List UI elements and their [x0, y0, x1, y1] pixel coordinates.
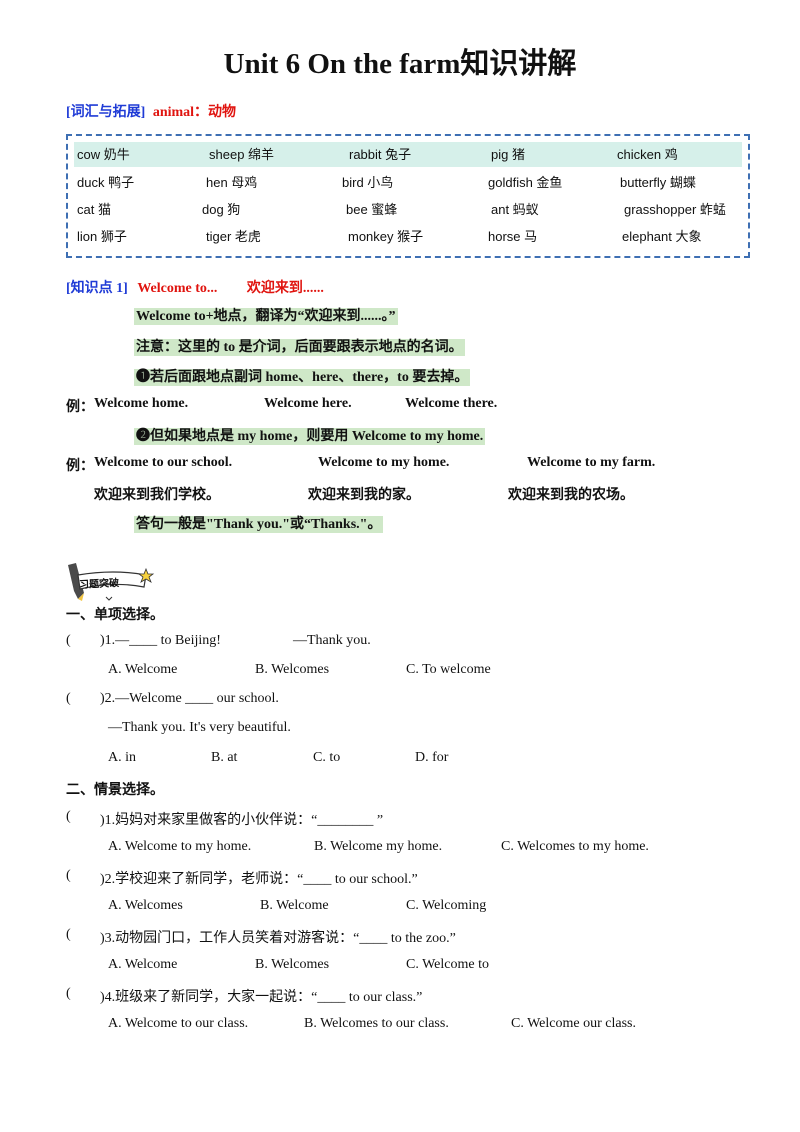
vocab-cell: rabbit 兔子: [349, 147, 412, 162]
example-translation: 欢迎来到我的农场。: [508, 488, 634, 503]
knowledge-header: [知识点 1] Welcome to... 欢迎来到......: [66, 277, 324, 297]
question-stem: )3.动物园门口，工作人员笑着对游客说：“____ to the zoo.”: [100, 931, 456, 946]
option[interactable]: B. Welcomes: [255, 957, 330, 972]
knowledge-tag: [知识点 1]: [66, 281, 128, 296]
example-text: Welcome to my home.: [318, 455, 450, 470]
vocab-cell: bee 蜜蜂: [346, 202, 398, 217]
example-label: 例：: [66, 400, 94, 415]
answer-paren[interactable]: (: [66, 633, 71, 648]
pencil-icon: [68, 563, 155, 601]
page-title: Unit 6 On the farm知识讲解: [223, 48, 577, 80]
exercise-badge: 习题突破: [64, 563, 156, 603]
vocab-heading: animal：动物: [152, 105, 237, 120]
option[interactable]: B. Welcomes to our class.: [304, 1016, 449, 1031]
answer-paren[interactable]: (: [66, 927, 71, 942]
rule-line: 答句一般是"Thank you."或“Thanks."。: [134, 516, 384, 533]
vocab-cell: goldfish 金鱼: [488, 175, 563, 190]
option[interactable]: C. Welcomes to my home.: [501, 839, 649, 854]
vocab-row: cow 奶牛 sheep 绵羊 rabbit 兔子 pig 猪 chicken …: [74, 142, 742, 167]
vocab-cell: duck 鸭子: [77, 175, 135, 190]
example-text: Welcome there.: [405, 396, 498, 411]
vocab-cell: elephant 大象: [622, 229, 702, 244]
question-stem: )4.班级来了新同学，大家一起说：“____ to our class.”: [100, 990, 423, 1005]
example-text: Welcome to our school.: [94, 455, 233, 470]
vocab-cell: tiger 老虎: [206, 229, 261, 244]
option[interactable]: A. in: [108, 750, 136, 765]
example-label: 例：: [66, 459, 94, 474]
badge-label: 习题突破: [78, 577, 120, 592]
vocab-cell: dog 狗: [202, 202, 241, 217]
question-stem: )2.学校迎来了新同学，老师说：“____ to our school.”: [100, 872, 418, 887]
option[interactable]: A. Welcome: [108, 957, 178, 972]
option[interactable]: C. Welcome our class.: [511, 1016, 636, 1031]
knowledge-heading: Welcome to...: [137, 281, 218, 296]
vocab-row: duck 鸭子 hen 母鸡 bird 小鸟 goldfish 金鱼 butte…: [74, 170, 742, 195]
answer-paren[interactable]: (: [66, 809, 71, 824]
option[interactable]: A. Welcome: [108, 662, 178, 677]
rule-line: ❷但如果地点是 my home，则要用 Welcome to my home.: [134, 428, 486, 445]
option[interactable]: C. Welcome to: [406, 957, 489, 972]
option[interactable]: B. Welcome my home.: [314, 839, 443, 854]
example-translation: 欢迎来到我的家。: [308, 488, 420, 503]
vocab-section-header: [词汇与拓展] animal：动物: [66, 101, 236, 121]
option[interactable]: A. Welcome to my home.: [108, 839, 252, 854]
question-reply: —Thank you.: [293, 633, 371, 648]
example-text: Welcome to my farm.: [527, 455, 656, 470]
question-reply: —Thank you. It's very beautiful.: [108, 720, 291, 735]
answer-paren[interactable]: (: [66, 868, 71, 883]
part2-heading: 二、情景选择。: [66, 783, 164, 798]
rule-line: 注意：这里的 to 是介词，后面要跟表示地点的名词。: [134, 339, 465, 356]
option[interactable]: B. at: [211, 750, 238, 765]
vocab-cell: grasshopper 蚱蜢: [624, 202, 726, 217]
option[interactable]: A. Welcome to our class.: [108, 1016, 249, 1031]
vocab-cell: pig 猪: [491, 147, 525, 162]
option[interactable]: C. to: [313, 750, 341, 765]
option[interactable]: C. Welcoming: [406, 898, 487, 913]
vocab-cell: cat 猫: [77, 202, 111, 217]
vocab-cell: bird 小鸟: [342, 175, 394, 190]
option[interactable]: D. for: [415, 750, 449, 765]
knowledge-heading-cn: 欢迎来到......: [246, 281, 324, 296]
option[interactable]: B. Welcome: [260, 898, 329, 913]
question-stem: )1.妈妈对来家里做客的小伙伴说：“________ ”: [100, 813, 384, 828]
vocab-cell: ant 蚂蚁: [491, 202, 539, 217]
part1-heading: 一、单项选择。: [66, 608, 164, 623]
example-text: Welcome here.: [264, 396, 352, 411]
vocab-cell: butterfly 蝴蝶: [620, 175, 696, 190]
answer-paren[interactable]: (: [66, 691, 71, 706]
vocab-row: cat 猫 dog 狗 bee 蜜蜂 ant 蚂蚁 grasshopper 蚱蜢: [74, 197, 742, 222]
vocab-cell: cow 奶牛: [77, 147, 130, 162]
rule-line: ❶若后面跟地点副词 home、here、there，to 要去掉。: [134, 369, 471, 386]
vocab-table: cow 奶牛 sheep 绵羊 rabbit 兔子 pig 猪 chicken …: [66, 134, 750, 258]
option[interactable]: A. Welcomes: [108, 898, 183, 913]
vocab-cell: chicken 鸡: [617, 147, 678, 162]
vocab-cell: sheep 绵羊: [209, 147, 275, 162]
vocab-cell: monkey 猴子: [348, 229, 424, 244]
example-text: Welcome home.: [94, 396, 189, 411]
question-stem: )2.—Welcome ____ our school.: [100, 691, 279, 706]
example-translation: 欢迎来到我们学校。: [94, 488, 220, 503]
rule-line: Welcome to+地点，翻译为“欢迎来到......。”: [134, 308, 398, 325]
vocab-cell: hen 母鸡: [206, 175, 258, 190]
vocab-tag: [词汇与拓展]: [66, 105, 146, 120]
vocab-row: lion 狮子 tiger 老虎 monkey 猴子 horse 马 eleph…: [74, 224, 742, 249]
option[interactable]: C. To welcome: [406, 662, 491, 677]
vocab-cell: lion 狮子: [77, 229, 127, 244]
option[interactable]: B. Welcomes: [255, 662, 330, 677]
vocab-cell: horse 马: [488, 229, 538, 244]
answer-paren[interactable]: (: [66, 986, 71, 1001]
question-stem: )1.—____ to Beijing!: [100, 633, 221, 648]
